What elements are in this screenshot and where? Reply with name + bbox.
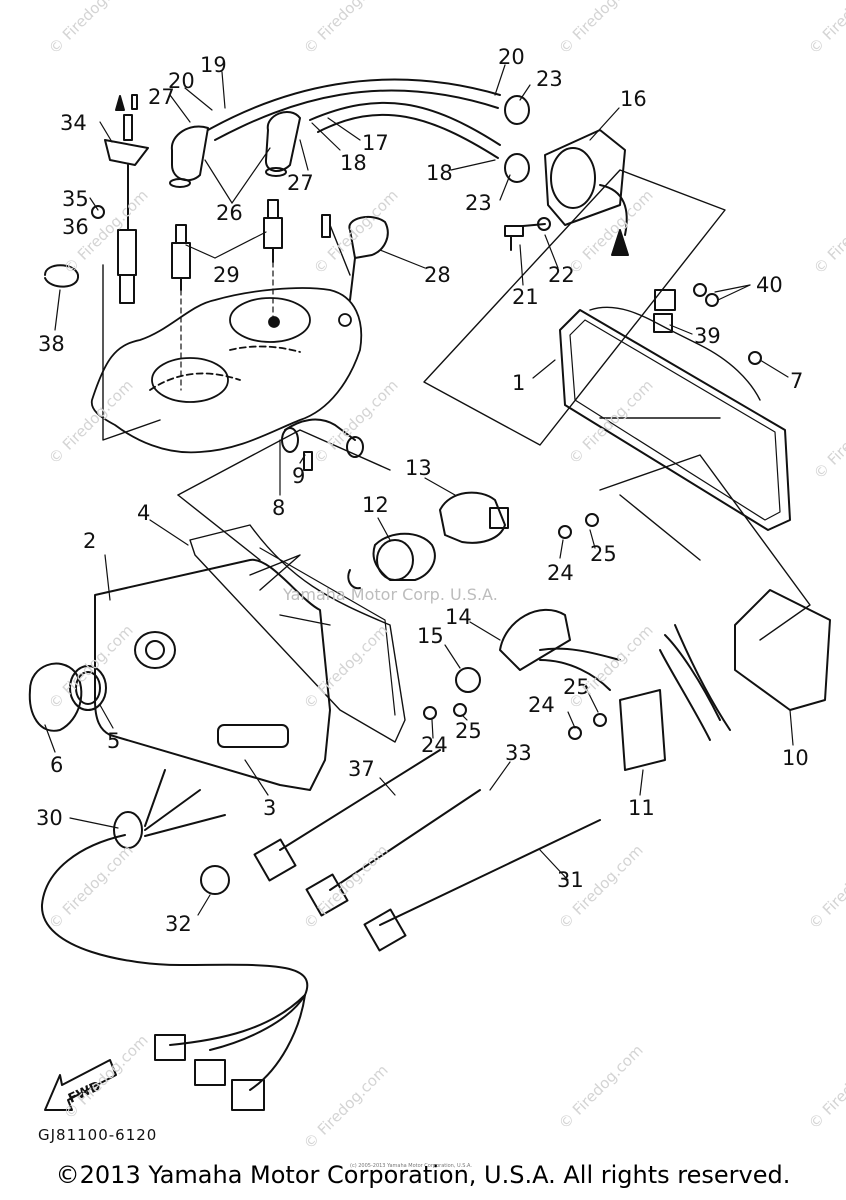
callout-18a: 18 (340, 151, 367, 175)
callout-24a: 24 (547, 561, 574, 585)
callout-35: 35 (62, 187, 89, 211)
callout-34: 34 (60, 111, 87, 135)
callout-17: 17 (362, 131, 389, 155)
callout-21: 21 (512, 285, 539, 309)
callout-24b: 24 (421, 733, 448, 757)
relay-and-sensor (347, 491, 509, 590)
bracket (281, 214, 389, 471)
callout-16: 16 (620, 87, 647, 111)
callout-11: 11 (628, 796, 655, 820)
diagram-code: GJ81100-6120 (38, 1126, 158, 1144)
callout-19: 19 (200, 53, 227, 77)
wire-harness (455, 609, 621, 693)
ignition-coil (504, 95, 629, 256)
cylinder-head (90, 287, 363, 454)
plug-caps (169, 78, 501, 188)
callout-5: 5 (107, 729, 120, 753)
callout-40: 40 (756, 273, 783, 297)
callout-25c: 25 (455, 719, 482, 743)
leader-lines (44, 64, 794, 916)
tiny-notice: (c) 2005-2013 Yamaha Motor Corporation, … (350, 1163, 472, 1169)
rectifier (619, 589, 831, 771)
callout-31: 31 (557, 868, 584, 892)
callout-7: 7 (790, 369, 803, 393)
callout-25b: 25 (563, 675, 590, 699)
callout-8: 8 (272, 496, 285, 520)
callout-23b: 23 (465, 191, 492, 215)
callout-37: 37 (348, 757, 375, 781)
fasteners (423, 513, 607, 740)
callout-1: 1 (512, 371, 525, 395)
callout-27b: 27 (287, 171, 314, 195)
callout-9: 9 (292, 464, 305, 488)
center-watermark: Yamaha Motor Corp. U.S.A. (283, 585, 498, 604)
callout-28: 28 (424, 263, 451, 287)
callout-36: 36 (62, 215, 89, 239)
assembly-guide-lines (102, 169, 811, 641)
spark-plugs (171, 199, 283, 391)
callout-30: 30 (36, 806, 63, 830)
callout-labels: 1 2 3 4 5 6 7 8 9 10 11 12 13 14 15 16 1… (36, 45, 809, 1107)
callout-20b: 20 (498, 45, 525, 69)
callout-3: 3 (263, 796, 276, 820)
callout-13: 13 (405, 456, 432, 480)
callout-27a: 27 (148, 85, 175, 109)
cable-harness (40, 749, 601, 1111)
callout-12: 12 (362, 493, 389, 517)
callout-32: 32 (165, 912, 192, 936)
callout-25a: 25 (590, 542, 617, 566)
callout-14: 14 (445, 605, 472, 629)
callout-4: 4 (137, 501, 150, 525)
temp-sensor (44, 94, 149, 304)
callout-29: 29 (213, 263, 240, 287)
callout-20a: 20 (168, 69, 195, 93)
electrical-box (94, 524, 406, 791)
callout-10: 10 (782, 746, 809, 770)
callout-33: 33 (505, 741, 532, 765)
callout-18b: 18 (426, 161, 453, 185)
callout-15: 15 (417, 624, 444, 648)
callout-39: 39 (694, 324, 721, 348)
copyright-footer: ©2013 Yamaha Motor Corporation, U.S.A. A… (55, 1161, 791, 1189)
callout-38: 38 (38, 332, 65, 356)
callout-6: 6 (50, 753, 63, 777)
callout-26: 26 (216, 201, 243, 225)
cover-gasket-top (559, 283, 791, 531)
callout-23a: 23 (536, 67, 563, 91)
fwd-arrow (44, 1059, 117, 1111)
cap-and-ring (28, 662, 107, 732)
callout-24c: 24 (528, 693, 555, 717)
callout-2: 2 (83, 529, 96, 553)
callout-22: 22 (548, 263, 575, 287)
